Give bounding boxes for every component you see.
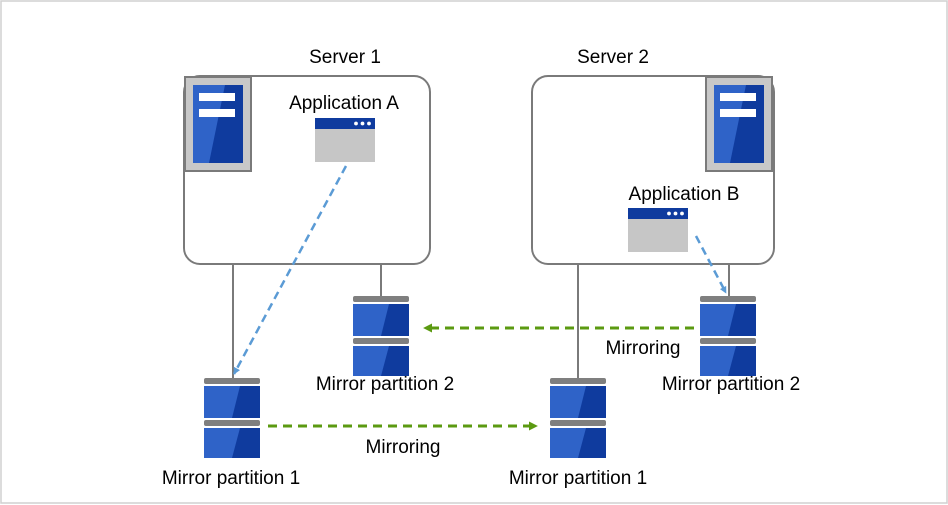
app-b-write-arrow: [694, 235, 728, 294]
application-a-label: Application A: [289, 93, 399, 114]
server-1-mirror-partition-2-disk-icon: [353, 296, 409, 376]
server-2-mirror-partition-1-label: Mirror partition 1: [509, 468, 647, 489]
server-2: Server 2 Application B: [531, 47, 775, 265]
application-b-window-icon: [628, 208, 688, 252]
app-a-write-arrow: [232, 165, 348, 375]
server-2-mirror-partition-2-label: Mirror partition 2: [662, 374, 800, 395]
application-a-window-icon: [315, 118, 375, 162]
server-1: Server 1 Application A: [183, 47, 431, 265]
server-2-title: Server 2: [577, 47, 649, 68]
server-2-mirror-partition-1-disk-icon: [550, 378, 606, 458]
server-1-mirror-partition-1-disk-icon: [204, 378, 260, 458]
mirroring-label-top: Mirroring: [606, 338, 681, 359]
server-1-mirror-partition-1-label: Mirror partition 1: [162, 468, 300, 489]
server-2-icon: [705, 76, 773, 172]
mirroring-label-bottom: Mirroring: [366, 437, 441, 458]
server-1-mirror-partition-2-label: Mirror partition 2: [316, 374, 454, 395]
application-b-label: Application B: [629, 184, 740, 205]
server-2-mirror-partition-2-disk-icon: [700, 296, 756, 376]
server-1-icon: [184, 76, 252, 172]
server-1-title: Server 1: [309, 47, 381, 68]
